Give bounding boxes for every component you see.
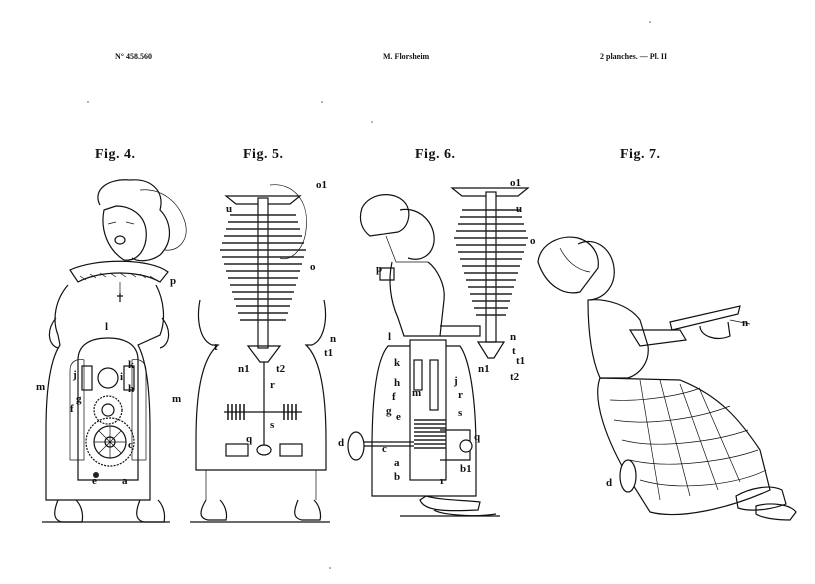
fig5-label-t1: t1 bbox=[324, 347, 333, 359]
fig5-label-o: o bbox=[310, 261, 316, 273]
figure-4-labels: p l k j i h m m g f c e a bbox=[36, 275, 181, 487]
fig4-label-e: e bbox=[92, 475, 97, 487]
fig6-label-u: u bbox=[516, 203, 522, 215]
fig5-label-n1: n1 bbox=[238, 363, 250, 375]
fig6-label-b1: b1 bbox=[460, 463, 472, 475]
fig4-label-i: i bbox=[120, 371, 123, 383]
fig5-label-u: u bbox=[226, 203, 232, 215]
fig6-label-k: k bbox=[394, 357, 401, 369]
fig7-label-n: n bbox=[742, 317, 748, 329]
fig6-label-b: b bbox=[394, 471, 400, 483]
fig4-label-k: k bbox=[128, 359, 135, 371]
figure-5-labels: o1 u o t n t1 n1 t2 r s q bbox=[214, 179, 336, 445]
fig4-label-c: c bbox=[128, 439, 133, 451]
fig6-label-j: j bbox=[453, 375, 458, 387]
figure-6-title: Fig. 6. bbox=[415, 147, 456, 162]
fig6-label-l: l bbox=[388, 331, 391, 343]
fig6-label-d: d bbox=[338, 437, 344, 449]
figure-6-drawing bbox=[347, 187, 530, 517]
fig6-label-n: n bbox=[510, 331, 516, 343]
inventor-name: M. Florsheim bbox=[383, 52, 430, 61]
fig6-label-s: s bbox=[458, 407, 463, 419]
fig4-label-m2: m bbox=[172, 393, 181, 405]
fig6-label-t1: t1 bbox=[516, 355, 525, 367]
fig4-label-a: a bbox=[122, 475, 128, 487]
fig6-label-t2: t2 bbox=[510, 371, 520, 383]
figure-5-drawing bbox=[190, 184, 330, 523]
fig6-label-c: c bbox=[382, 443, 387, 455]
figure-6-labels: o1 u o p l k h m f g e j r s n t t1 n1 t… bbox=[338, 177, 536, 487]
fig4-label-h: h bbox=[128, 383, 134, 395]
fig6-label-o1: o1 bbox=[510, 177, 521, 189]
fig4-label-j: j bbox=[72, 369, 77, 381]
fig7-label-d: d bbox=[606, 477, 612, 489]
fig6-label-g: g bbox=[386, 405, 392, 417]
fig6-label-o: o bbox=[530, 235, 536, 247]
figure-4-title: Fig. 4. bbox=[95, 147, 136, 162]
fig5-label-t2: t2 bbox=[276, 363, 286, 375]
fig4-label-g: g bbox=[76, 393, 82, 405]
fig4-label-p: p bbox=[170, 275, 176, 287]
figure-4-drawing bbox=[42, 179, 187, 523]
fig4-label-f: f bbox=[70, 403, 74, 415]
fig6-label-t: t bbox=[512, 345, 516, 357]
figure-7-title: Fig. 7. bbox=[620, 147, 661, 162]
fig5-label-o1: o1 bbox=[316, 179, 327, 191]
patent-number: N° 458.560 bbox=[115, 52, 152, 61]
fig6-label-n1: n1 bbox=[478, 363, 490, 375]
fig5-label-n: n bbox=[330, 333, 336, 345]
figure-7-labels: n d bbox=[606, 317, 748, 489]
fig6-label-q: q bbox=[474, 431, 481, 443]
figure-5-title: Fig. 5. bbox=[243, 147, 284, 162]
fig6-label-e: e bbox=[396, 411, 401, 423]
plate-info: 2 planches. — Pl. II bbox=[600, 52, 668, 61]
fig6-label-a: a bbox=[394, 457, 400, 469]
fig5-label-t: t bbox=[214, 341, 218, 353]
fig6-label-p: p bbox=[376, 263, 382, 275]
fig6-label-r2: r bbox=[440, 475, 445, 487]
figure-7-drawing bbox=[537, 236, 797, 521]
fig6-label-f: f bbox=[392, 391, 396, 403]
fig5-label-s: s bbox=[270, 419, 275, 431]
fig5-label-r: r bbox=[270, 379, 275, 391]
fig6-label-r: r bbox=[458, 389, 463, 401]
fig4-label-l: l bbox=[105, 321, 108, 333]
fig5-label-q: q bbox=[246, 433, 253, 445]
fig6-label-m: m bbox=[412, 387, 421, 399]
fig6-label-h: h bbox=[394, 377, 400, 389]
fig4-label-m1: m bbox=[36, 381, 45, 393]
